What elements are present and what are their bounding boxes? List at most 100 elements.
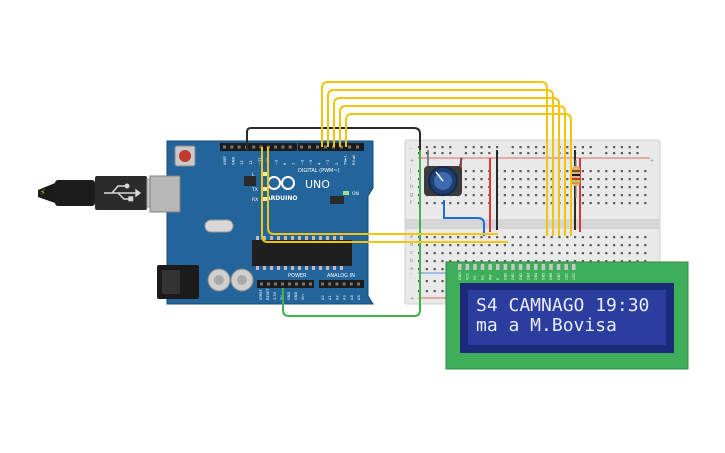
bb-hole[interactable]	[589, 252, 592, 255]
bb-hole[interactable]	[542, 194, 545, 197]
rail-hole[interactable]	[480, 146, 483, 149]
bb-hole[interactable]	[519, 252, 522, 255]
bb-hole[interactable]	[511, 236, 514, 239]
bb-hole[interactable]	[527, 186, 530, 189]
bb-hole[interactable]	[457, 236, 460, 239]
lcd-pin[interactable]	[473, 264, 477, 270]
bb-hole[interactable]	[472, 186, 475, 189]
bb-hole[interactable]	[511, 260, 514, 263]
bb-hole[interactable]	[511, 244, 514, 247]
bb-hole[interactable]	[472, 236, 475, 239]
bb-hole[interactable]	[566, 170, 569, 173]
bb-hole[interactable]	[566, 202, 569, 205]
bb-hole[interactable]	[472, 260, 475, 263]
rail-hole[interactable]	[441, 290, 444, 293]
rail-hole[interactable]	[488, 152, 491, 155]
bb-hole[interactable]	[496, 236, 499, 239]
bb-hole[interactable]	[519, 178, 522, 181]
bb-hole[interactable]	[464, 244, 467, 247]
bb-hole[interactable]	[480, 244, 483, 247]
bb-hole[interactable]	[574, 244, 577, 247]
header-pin-hole[interactable]	[324, 145, 327, 149]
bb-hole[interactable]	[581, 236, 584, 239]
bb-hole[interactable]	[605, 260, 608, 263]
rail-hole[interactable]	[425, 152, 428, 155]
bb-hole[interactable]	[425, 252, 428, 255]
bb-hole[interactable]	[644, 236, 647, 239]
rail-hole[interactable]	[628, 152, 631, 155]
header-pin-hole[interactable]	[308, 145, 311, 149]
bb-hole[interactable]	[527, 170, 530, 173]
header-pin-hole[interactable]	[342, 282, 346, 286]
bb-hole[interactable]	[488, 260, 491, 263]
rail-hole[interactable]	[636, 152, 639, 155]
header-pin-hole[interactable]	[309, 282, 312, 286]
bb-hole[interactable]	[457, 252, 460, 255]
bb-hole[interactable]	[488, 236, 491, 239]
bb-hole[interactable]	[441, 268, 444, 271]
bb-hole[interactable]	[535, 244, 538, 247]
bb-hole[interactable]	[503, 170, 506, 173]
lcd-pin[interactable]	[549, 264, 553, 270]
bb-hole[interactable]	[628, 202, 631, 205]
rail-hole[interactable]	[425, 280, 428, 283]
bb-hole[interactable]	[566, 186, 569, 189]
header-pin-hole[interactable]	[288, 145, 292, 149]
bb-hole[interactable]	[636, 170, 639, 173]
header-pin-hole[interactable]	[328, 282, 332, 286]
bb-hole[interactable]	[464, 178, 467, 181]
rail-hole[interactable]	[433, 290, 436, 293]
bb-hole[interactable]	[441, 252, 444, 255]
bb-hole[interactable]	[613, 252, 616, 255]
rail-hole[interactable]	[527, 152, 530, 155]
bb-hole[interactable]	[449, 244, 452, 247]
bb-hole[interactable]	[542, 244, 545, 247]
bb-hole[interactable]	[527, 252, 530, 255]
bb-hole[interactable]	[605, 170, 608, 173]
bb-hole[interactable]	[472, 252, 475, 255]
bb-hole[interactable]	[425, 244, 428, 247]
bb-hole[interactable]	[449, 260, 452, 263]
bb-hole[interactable]	[527, 244, 530, 247]
lcd-pin[interactable]	[526, 264, 530, 270]
lcd-pin[interactable]	[541, 264, 546, 270]
bb-hole[interactable]	[581, 244, 584, 247]
bb-hole[interactable]	[519, 186, 522, 189]
bb-hole[interactable]	[597, 236, 600, 239]
bb-hole[interactable]	[425, 202, 428, 205]
bb-hole[interactable]	[441, 260, 444, 263]
bb-hole[interactable]	[511, 186, 514, 189]
bb-hole[interactable]	[628, 194, 631, 197]
bb-hole[interactable]	[433, 244, 436, 247]
rail-hole[interactable]	[496, 146, 499, 149]
header-pin-hole[interactable]	[274, 145, 278, 149]
bb-hole[interactable]	[589, 170, 592, 173]
bb-hole[interactable]	[589, 194, 592, 197]
bb-hole[interactable]	[644, 170, 647, 173]
bb-hole[interactable]	[581, 186, 584, 189]
bb-hole[interactable]	[566, 236, 569, 239]
bb-hole[interactable]	[457, 244, 460, 247]
bb-hole[interactable]	[628, 236, 631, 239]
bb-hole[interactable]	[636, 186, 639, 189]
bb-hole[interactable]	[472, 202, 475, 205]
bb-hole[interactable]	[605, 236, 608, 239]
bb-hole[interactable]	[511, 170, 514, 173]
bb-hole[interactable]	[550, 186, 553, 189]
bb-hole[interactable]	[605, 252, 608, 255]
bb-hole[interactable]	[574, 252, 577, 255]
lcd-pin[interactable]	[534, 264, 538, 270]
rail-hole[interactable]	[574, 146, 577, 149]
bb-hole[interactable]	[605, 186, 608, 189]
bb-hole[interactable]	[527, 236, 530, 239]
rail-hole[interactable]	[488, 146, 491, 149]
bb-hole[interactable]	[550, 194, 553, 197]
lcd-pin[interactable]	[465, 264, 470, 270]
bb-hole[interactable]	[535, 178, 538, 181]
bb-hole[interactable]	[527, 202, 530, 205]
bb-hole[interactable]	[535, 252, 538, 255]
rail-hole[interactable]	[464, 146, 467, 149]
bb-hole[interactable]	[566, 244, 569, 247]
bb-hole[interactable]	[589, 260, 592, 263]
bb-hole[interactable]	[503, 236, 506, 239]
